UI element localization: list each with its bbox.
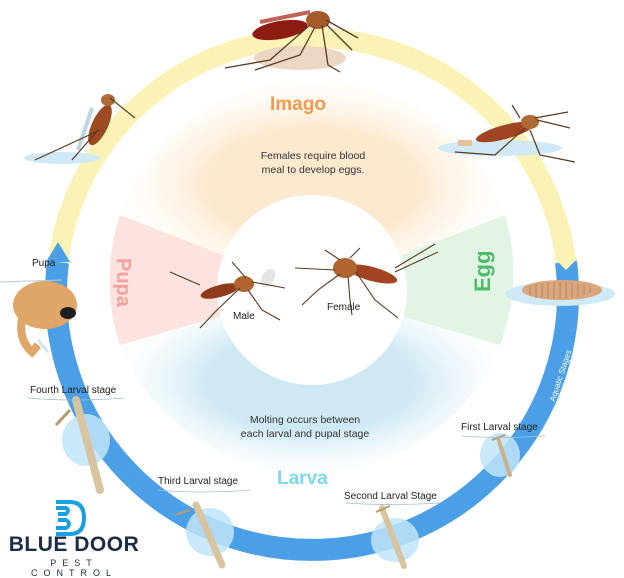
imago-note-line2: meal to develop eggs. [261, 164, 365, 176]
emerging-mosquito-icon [24, 94, 136, 164]
pupa-arrow-icon [46, 242, 70, 262]
pupa-icon [0, 279, 77, 358]
stage-egg: Egg [470, 250, 495, 292]
larva-note-line1: Molting occurs between [249, 414, 361, 426]
brand-name: BLUE DOOR [8, 533, 140, 556]
egg-laying-mosquito-icon [438, 104, 576, 163]
terrestrial-ring [48, 27, 576, 264]
stage-sectors [109, 80, 514, 474]
male-mosquito-icon [169, 261, 286, 329]
blue-door-logo-icon [56, 500, 87, 536]
water-lines [27, 397, 546, 505]
center-circle [217, 195, 407, 385]
third-larval-label: Third Larval stage [158, 476, 239, 487]
egg-sector [312, 215, 514, 345]
larva-note-line2: each larval and pupal stage [240, 428, 370, 440]
larva-note: Molting occurs between each larval and p… [215, 413, 395, 441]
brand-logo: BLUE DOOR PEST CONTROL [4, 495, 144, 578]
first-larval-label: First Larval stage [461, 422, 538, 433]
aquatic-ring [45, 260, 579, 561]
feeding-mosquito-icon [224, 10, 359, 73]
fourth-larva-icon [54, 396, 104, 494]
third-larva-icon [174, 501, 226, 569]
pupa-sector [109, 215, 312, 345]
egg-arrow-icon [554, 258, 578, 270]
imago-note: Females require blood meal to develop eg… [228, 149, 398, 177]
second-larval-label: Second Larval Stage [344, 491, 437, 502]
male-label: Male [233, 311, 255, 322]
female-label: Female [327, 302, 361, 313]
stage-larva: Larva [277, 468, 328, 489]
brand-tagline: PEST CONTROL [30, 558, 117, 578]
imago-sector [120, 80, 505, 290]
stage-imago: Imago [270, 94, 326, 115]
imago-note-line1: Females require blood [260, 150, 366, 162]
female-mosquito-icon [294, 243, 439, 319]
second-larva-icon [375, 505, 407, 569]
stage-pupa: Pupa [112, 258, 134, 307]
pupa-label: Pupa [32, 258, 56, 269]
fourth-larval-label: Fourth Larval stage [30, 385, 117, 396]
egg-raft-icon [505, 280, 615, 306]
